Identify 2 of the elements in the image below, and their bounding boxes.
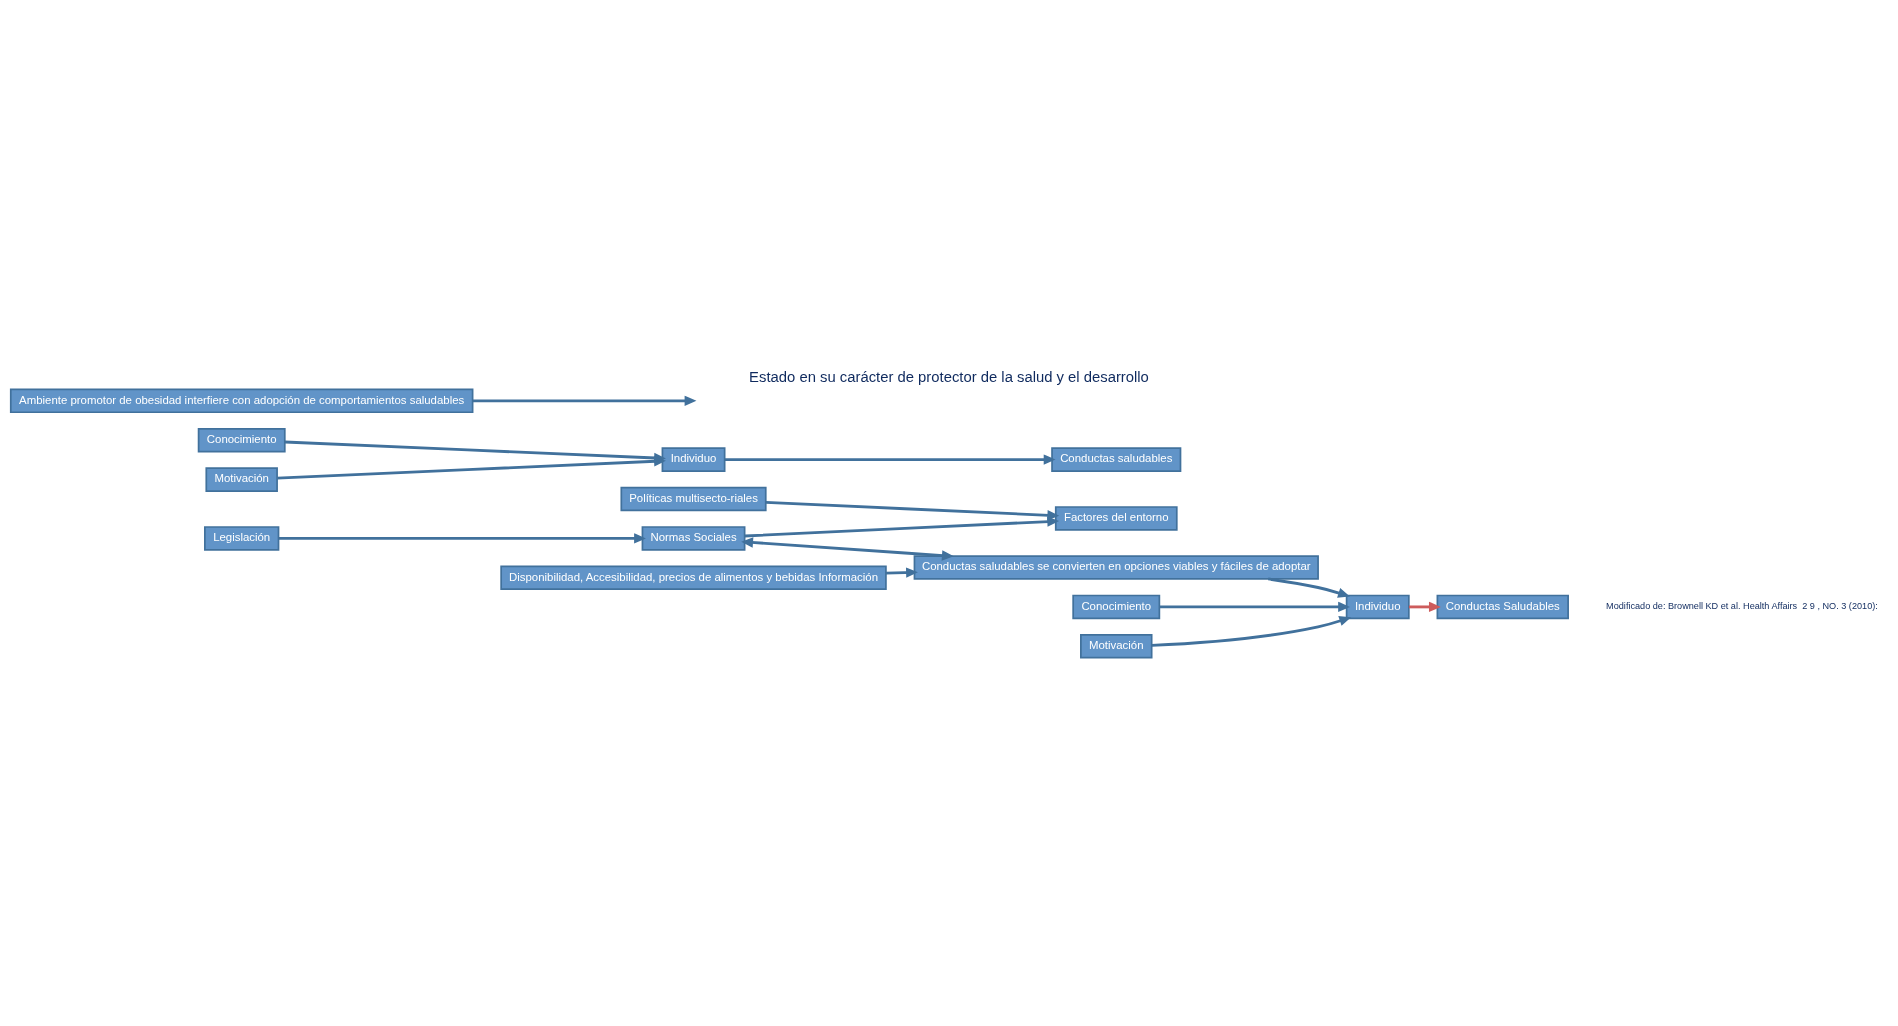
- caption: Modificado de: Brownell KD et al. Health Affairs 2 9 , NO. 3 (2010):: [1606, 601, 1878, 612]
- diagram-title: Estado en su carácter de protector de la salud y el desarrollo: [749, 369, 1149, 386]
